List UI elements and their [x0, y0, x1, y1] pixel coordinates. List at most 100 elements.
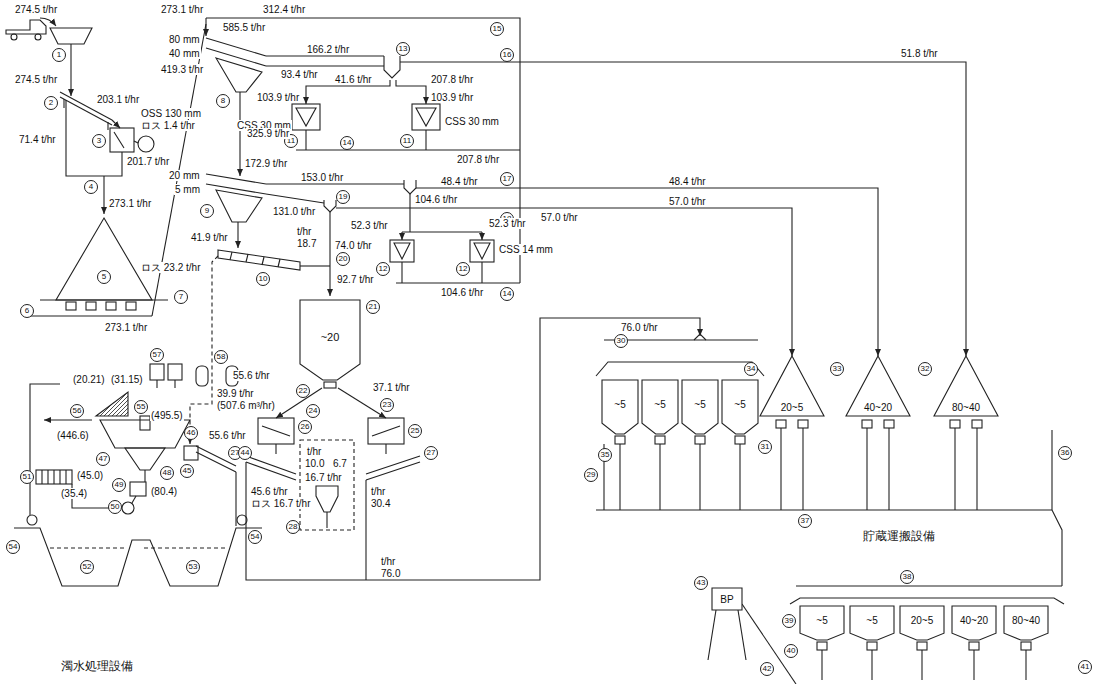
flow-rate-label: 273.1 t/hr [160, 4, 204, 15]
callout-number: 36 [1058, 446, 1072, 460]
storage-and-handling-part [695, 436, 705, 444]
screen-and-crushers-part [216, 190, 262, 222]
callout-number: 20 [336, 252, 350, 266]
screen-and-crushers-part [401, 262, 402, 283]
storage-bin: 80~40 [1004, 606, 1048, 640]
flow-rate-label: (45.0) [76, 470, 104, 481]
storage-and-handling-part [866, 428, 867, 510]
flow-rate-label: ロス 23.2 t/hr [140, 262, 201, 273]
callout-number: 10 [256, 272, 270, 286]
water-treatment-part [144, 470, 145, 482]
screen-and-crushers-part [296, 108, 316, 126]
stockpile-hopper: 80~40 [934, 356, 998, 416]
storage-and-handling-part [802, 428, 803, 510]
flow-rate-label: 41.6 t/hr [334, 74, 373, 85]
washing-section-part [300, 440, 354, 530]
screen-and-crushers-part [481, 232, 482, 240]
storage-and-handling-part [1025, 650, 1026, 680]
water-treatment-part [184, 446, 198, 460]
callout-number: 6 [20, 304, 34, 318]
storage-and-handling-part [817, 642, 827, 650]
callout-number: 1 [52, 48, 66, 62]
storage-and-handling-part [1021, 642, 1031, 650]
flow-rate-label: 203.1 t/hr [96, 94, 140, 105]
screen-and-crushers-part [278, 259, 280, 267]
batcher-plant-box-shape [712, 588, 742, 610]
water-treatment-part [196, 366, 208, 386]
primary-section-part [126, 302, 136, 310]
washing-section-part [365, 480, 366, 580]
callout-number: 16 [500, 48, 514, 62]
screen-and-crushers-part [266, 183, 404, 184]
bin-size-label: 40~20 [864, 402, 892, 413]
flow-rate-label: CSS 30 mm [444, 116, 500, 127]
flow-rate-label: 18.7 [296, 238, 317, 249]
water-treatment-part [122, 502, 134, 514]
callout-number: 57 [150, 348, 164, 362]
flow-rate-label: t/hr [380, 556, 396, 567]
water-treatment-part [140, 416, 150, 430]
storage-and-handling-part [659, 444, 660, 510]
callout-number: 7 [174, 290, 188, 304]
washing-section-part [316, 486, 338, 512]
washing-section-part [368, 418, 404, 444]
storage-and-handling-part [969, 642, 979, 650]
water-treatment-part [50, 547, 126, 548]
callout-number: 56 [70, 404, 84, 418]
flow-rate-label: 52.3 t/hr [350, 220, 389, 231]
primary-section-part [112, 120, 120, 128]
flow-rate-label: 201.7 t/hr [126, 156, 170, 167]
flow-rate-label: (507.6 m³/hr) [216, 400, 276, 411]
callout-number: 54 [6, 540, 20, 554]
storage-and-handling-part [973, 650, 974, 680]
primary-section-part [114, 132, 124, 148]
primary-section-part [63, 99, 64, 108]
primary-section-part [205, 18, 206, 36]
callout-number: 47 [96, 452, 110, 466]
callout-number: 9 [200, 204, 214, 218]
flow-rate-label: 55.6 t/hr [232, 370, 271, 381]
screen-and-crushers-part [206, 174, 266, 184]
bin-size-label: ~5 [734, 399, 745, 410]
flow-rate-label: (495.5) [150, 410, 184, 421]
storage-and-handling-part [976, 428, 977, 510]
screen-and-crushers-part [416, 188, 878, 356]
screen-and-crushers-part [390, 240, 414, 262]
flow-rate-label: CSS 14 mm [498, 244, 554, 255]
water-treatment [14, 364, 262, 586]
bin-size-label: 20~5 [781, 402, 804, 413]
section-title: 濁水処理設備 [60, 660, 134, 673]
flow-rate-label: 419.3 t/hr [160, 64, 204, 75]
stockpile-hopper: 40~20 [846, 356, 910, 416]
screen-and-crushers-part [425, 130, 426, 150]
primary-section-part [86, 302, 96, 310]
primary-section-part [66, 302, 76, 310]
callout-number: 19 [336, 190, 350, 204]
callout-number: 15 [490, 22, 504, 36]
callout-number: 3 [92, 134, 106, 148]
storage-and-handling-part [1052, 510, 1062, 586]
flow-rate-label: OSS 130 mm [140, 108, 202, 119]
screen-and-crushers [190, 38, 966, 444]
flow-rate-label: 207.8 t/hr [430, 74, 474, 85]
bin-size-label: 20~5 [911, 615, 934, 626]
storage-bin-shape [602, 380, 638, 434]
flow-rate-label: 5 mm [174, 184, 201, 195]
flow-rate-label: 40 mm [168, 48, 201, 59]
callout-number: 35 [598, 448, 612, 462]
flow-rate-label: t/hr [296, 226, 312, 237]
callout-number: 27 [424, 446, 438, 460]
storage-bin: ~5 [602, 380, 638, 434]
bin-size-label: ~5 [816, 615, 827, 626]
screen-and-crushers-part [216, 58, 262, 92]
callout-number: 21 [366, 300, 380, 314]
primary-section-part [104, 152, 122, 176]
callout-number: 52 [80, 560, 94, 574]
screen-and-crushers-part [262, 257, 264, 265]
flow-rate-label: 80 mm [168, 34, 201, 45]
flow-rate-label: t/hr [370, 486, 386, 497]
screen-and-crushers-part [401, 232, 402, 240]
callout-number: 58 [214, 350, 228, 364]
bin-size-label: 40~20 [960, 615, 988, 626]
screen-and-crushers-part [394, 243, 410, 259]
